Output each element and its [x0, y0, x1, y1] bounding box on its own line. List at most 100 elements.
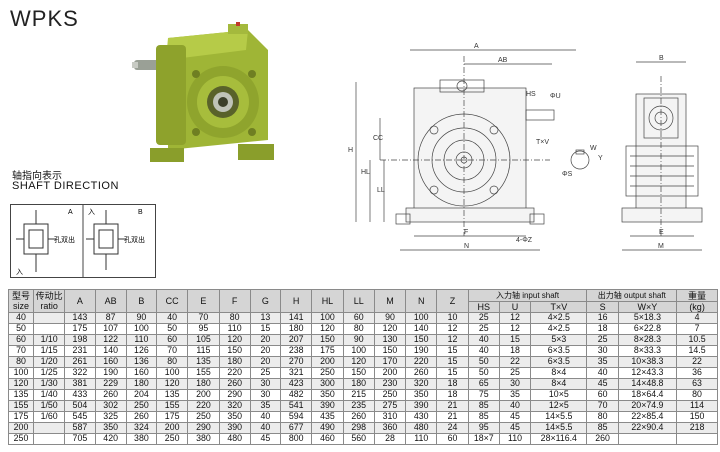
table-cell: 260 [586, 433, 619, 445]
table-cell: 322 [64, 367, 96, 379]
table-cell: 80 [676, 389, 718, 401]
table-cell: 30 [249, 389, 282, 401]
table-cell: 90 [373, 312, 407, 324]
table-cell: 12 [498, 312, 532, 324]
table-cell: 24 [436, 422, 469, 434]
table-cell: 35 [586, 356, 619, 368]
table-cell: 260 [342, 411, 375, 423]
table-cell: 150 [676, 411, 718, 423]
table-cell: 85 [467, 400, 500, 412]
table-cell: 12 [436, 323, 469, 335]
header-col: G [249, 289, 282, 313]
table-cell: 250 [311, 367, 344, 379]
table-cell: 350 [94, 422, 127, 434]
cell-ratio [33, 323, 66, 335]
table-cell: 100 [342, 345, 375, 357]
table-cell: 100 [405, 312, 438, 324]
table-cell: 80 [342, 323, 375, 335]
shaft-b-in: 入 [88, 208, 95, 216]
table-cell: 261 [64, 356, 96, 368]
table-cell: 381 [64, 378, 96, 390]
table-cell: 50 [467, 356, 500, 368]
dim-ab: AB [498, 57, 508, 64]
table-cell: 16 [586, 312, 619, 324]
table-cell: 150 [342, 367, 375, 379]
table-cell: 110 [218, 323, 251, 335]
table-cell: 28 [373, 433, 407, 445]
shaft-a-out: 孔双出 [54, 235, 75, 244]
table-cell: 230 [373, 378, 407, 390]
cell-ratio: 1/20 [33, 356, 66, 368]
table-cell: 250 [187, 411, 220, 423]
table-cell: 175 [311, 345, 344, 357]
cell-size: 200 [7, 422, 35, 434]
table-cell: 21 [436, 411, 469, 423]
dim-w: W [590, 145, 597, 152]
table-cell: 541 [280, 400, 313, 412]
page-title: WPKS [10, 6, 79, 31]
table-cell: 150 [218, 345, 251, 357]
cell-size: 40 [7, 312, 35, 324]
table-cell: 25 [498, 367, 532, 379]
table-cell: 90 [125, 312, 158, 324]
cell-ratio [33, 422, 66, 434]
table-cell: 220 [218, 367, 251, 379]
header-col: N [405, 289, 438, 313]
cell-size: 50 [7, 323, 35, 335]
cell-size: 135 [7, 389, 35, 401]
table-cell: 180 [125, 378, 158, 390]
table-cell: 40 [249, 422, 282, 434]
cell-ratio: 1/15 [33, 345, 66, 357]
table-cell: 490 [311, 422, 344, 434]
table-cell: 60 [586, 389, 619, 401]
table-cell: 207 [280, 334, 313, 346]
table-cell: 350 [311, 389, 344, 401]
table-cell: 20 [249, 356, 282, 368]
header-output-shaft: 出力轴 output shaft [586, 289, 678, 302]
table-cell: 114 [676, 400, 718, 412]
table-cell: 126 [125, 345, 158, 357]
technical-drawing: A AB HS ΦU H CC HL LL T×V ΦS W Y F N 4-Φ… [348, 43, 703, 251]
table-cell: 30 [498, 378, 532, 390]
header-col: S [586, 301, 619, 313]
table-cell: 50 [467, 367, 500, 379]
header-col: HL [311, 289, 344, 313]
cell-size: 120 [7, 378, 35, 390]
header-col: T×V [530, 301, 588, 313]
table-cell: 8×4 [530, 378, 588, 390]
table-cell: 200 [311, 356, 344, 368]
cell-size: 175 [7, 411, 35, 423]
table-cell: 135 [156, 389, 189, 401]
table-cell: 8×4 [530, 367, 588, 379]
table-cell: 587 [64, 422, 96, 434]
table-cell: 325 [94, 411, 127, 423]
table-cell: 45 [249, 433, 282, 445]
cell-size: 70 [7, 345, 35, 357]
table-cell: 594 [280, 411, 313, 423]
table-cell: 480 [218, 433, 251, 445]
table-cell: 70 [586, 400, 619, 412]
table-cell: 45 [498, 411, 532, 423]
table-cell [676, 433, 718, 445]
table-cell: 136 [125, 356, 158, 368]
table-cell: 180 [280, 323, 313, 335]
table-cell: 10×5 [530, 389, 588, 401]
header-col: E [187, 289, 220, 313]
table-cell: 14×5.5 [530, 422, 588, 434]
table-cell: 87 [94, 312, 127, 324]
table-cell: 100 [311, 312, 344, 324]
table-cell: 20 [249, 334, 282, 346]
table-cell: 204 [125, 389, 158, 401]
table-cell: 324 [125, 422, 158, 434]
table-cell: 298 [342, 422, 375, 434]
cell-size: 80 [7, 356, 35, 368]
header-col: AB [94, 289, 127, 313]
table-cell: 15 [249, 323, 282, 335]
table-cell: 200 [156, 422, 189, 434]
